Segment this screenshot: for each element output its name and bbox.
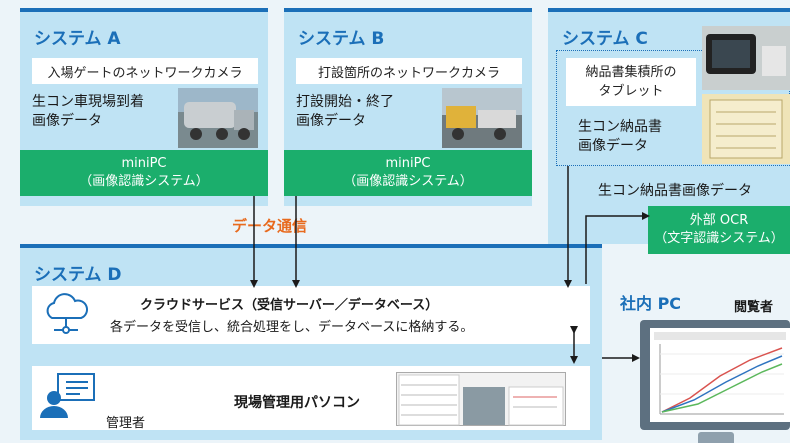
pump-truck-photo [442,88,522,148]
system-b-title: システム B [298,29,385,49]
system-c-tablet-line1: 納品書集積所の [585,65,677,80]
cloud-service-box [32,286,590,344]
system-a-camera-label: 入場ゲートのネットワークカメラ [32,58,258,84]
external-ocr-line1: 外部 OCR [689,213,749,228]
cloud-service-desc: 各データを受信し、統合処理をし、データベースに格納する。 [110,320,474,335]
system-c-tablet-line2: タブレット [598,84,664,99]
office-pc-title: 社内 PC [620,294,682,313]
system-b-camera-label: 打設箇所のネットワークカメラ [296,58,522,84]
system-b-data-label: 打設開始・終了 画像データ [296,93,394,131]
delivery-slip-photo [702,94,790,164]
admin-label: 管理者 [106,416,146,431]
office-monitor-stand [698,432,734,443]
system-a-minipc-line1: miniPC [121,156,167,171]
system-a-title: システム A [34,29,121,49]
system-c-title: システム C [562,29,648,49]
site-pc-label: 現場管理用パソコン [234,395,360,411]
tablet-photo [702,26,790,90]
system-a-minipc-line2: （画像認識システム） [79,174,209,189]
system-c-data-label: 生コン納品書 画像データ [578,118,662,156]
system-c-flow-label: 生コン納品書画像データ [598,183,752,199]
system-c-tablet-label: 納品書集積所の タブレット [566,58,696,106]
system-a-data-line1: 生コン車現場到着 [32,94,144,110]
arrow-c-to-ocr-branch [585,212,650,284]
office-monitor [640,320,790,430]
office-monitor-screen [650,328,790,422]
system-d-title: システム D [34,265,122,285]
system-b-data-line1: 打設開始・終了 [296,94,394,110]
office-pc-viewer: 閲覧者 [734,300,774,315]
system-b-data-line2: 画像データ [296,113,366,129]
admin-icon [40,372,98,418]
site-pc-screenshot [396,372,566,426]
system-a-data-label: 生コン車現場到着 画像データ [32,93,144,131]
external-ocr: 外部 OCR （文字認識システム） [648,206,790,254]
external-ocr-line2: （文字認識システム） [654,231,784,246]
system-c-data-line2: 画像データ [578,138,648,154]
system-a-data-line2: 画像データ [32,113,102,129]
system-b-minipc: miniPC （画像認識システム） [284,150,532,196]
cloud-icon [40,290,92,338]
system-a-minipc: miniPC （画像認識システム） [20,150,268,196]
system-b-minipc-line1: miniPC [385,156,431,171]
system-b-minipc-line2: （画像認識システム） [343,174,473,189]
data-communication-label: データ通信 [232,217,308,235]
system-c-data-line1: 生コン納品書 [578,119,662,135]
cloud-service-title: クラウドサービス（受信サーバー／データベース） [140,298,439,313]
mixer-truck-photo [178,88,258,148]
